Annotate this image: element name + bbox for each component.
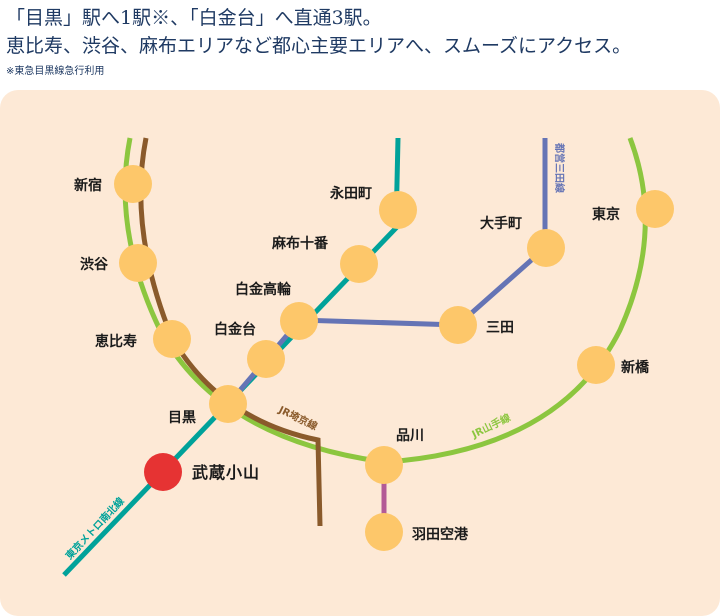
station-otemachi: 大手町	[480, 215, 565, 267]
station-shinagawa: 品川	[365, 428, 424, 484]
header: 「目黒」駅へ1駅※、「白金台」へ直通3駅。 恵比寿、渋谷、麻布エリアなど都心主要…	[6, 4, 718, 77]
station-shirokanetakanawa: 白金高輪	[235, 281, 318, 340]
station-shimbashi-label: 新橋	[621, 359, 650, 376]
station-shinagawa-label: 品川	[396, 428, 424, 444]
station-shirokanedai-marker	[247, 340, 285, 378]
station-ebisu-label: 恵比寿	[95, 333, 137, 350]
headline-1: 「目黒」駅へ1駅※、「白金台」へ直通3駅。	[6, 7, 382, 29]
station-shibuya-marker	[119, 244, 157, 282]
station-nagatacho-marker	[379, 191, 417, 229]
station-meguro: 目黒	[168, 385, 247, 426]
station-shirokanedai-label: 白金台	[214, 321, 256, 338]
station-shirokanedai: 白金台	[214, 321, 285, 378]
station-azabujuban-marker	[340, 245, 378, 283]
station-shibuya-label: 渋谷	[80, 256, 109, 273]
station-shimbashi-marker	[577, 346, 615, 384]
station-musashikoyama[interactable]: 武蔵小山	[144, 453, 260, 491]
station-shirokanetakanawa-marker	[280, 302, 318, 340]
station-haneda-label: 羽田空港	[412, 526, 469, 543]
station-mita-label: 三田	[486, 320, 514, 336]
station-shibuya: 渋谷	[80, 244, 157, 282]
station-nagatacho: 永田町	[329, 185, 417, 229]
station-meguro-label: 目黒	[168, 410, 196, 426]
station-otemachi-label: 大手町	[480, 215, 522, 232]
station-shinagawa-marker	[365, 446, 403, 484]
station-shinjuku: 新宿	[74, 165, 152, 203]
station-ebisu: 恵比寿	[95, 320, 191, 358]
station-azabujuban-label: 麻布十番	[271, 235, 329, 252]
station-shimbashi: 新橋	[577, 346, 650, 384]
yamanote-line	[122, 137, 648, 465]
station-shirokanetakanawa-label: 白金高輪	[235, 281, 292, 298]
station-mita-marker	[439, 306, 477, 344]
station-musashikoyama-marker[interactable]	[144, 453, 182, 491]
footnote: ※東急目黒線急行利用	[6, 66, 105, 77]
station-otemachi-marker	[527, 229, 565, 267]
station-mita: 三田	[439, 306, 514, 344]
station-haneda: 羽田空港	[365, 513, 469, 551]
namboku-line-label: 東京メトロ南北線	[63, 495, 127, 562]
station-nagatacho-label: 永田町	[329, 185, 372, 202]
mita-line-label: 都営三田線	[553, 142, 566, 193]
station-ebisu-marker	[153, 320, 191, 358]
station-shinjuku-marker	[114, 165, 152, 203]
station-meguro-marker	[209, 385, 247, 423]
headline-2: 恵比寿、渋谷、麻布エリアなど都心主要エリアへ、スムーズにアクセス。	[6, 35, 632, 57]
station-tokyo-label: 東京	[592, 206, 620, 223]
station-azabujuban: 麻布十番	[271, 235, 378, 283]
station-tokyo-marker	[636, 190, 674, 228]
station-haneda-marker	[365, 513, 403, 551]
station-musashikoyama-label: 武蔵小山	[192, 463, 260, 482]
station-shinjuku-label: 新宿	[74, 177, 102, 194]
station-tokyo: 東京	[592, 190, 674, 228]
